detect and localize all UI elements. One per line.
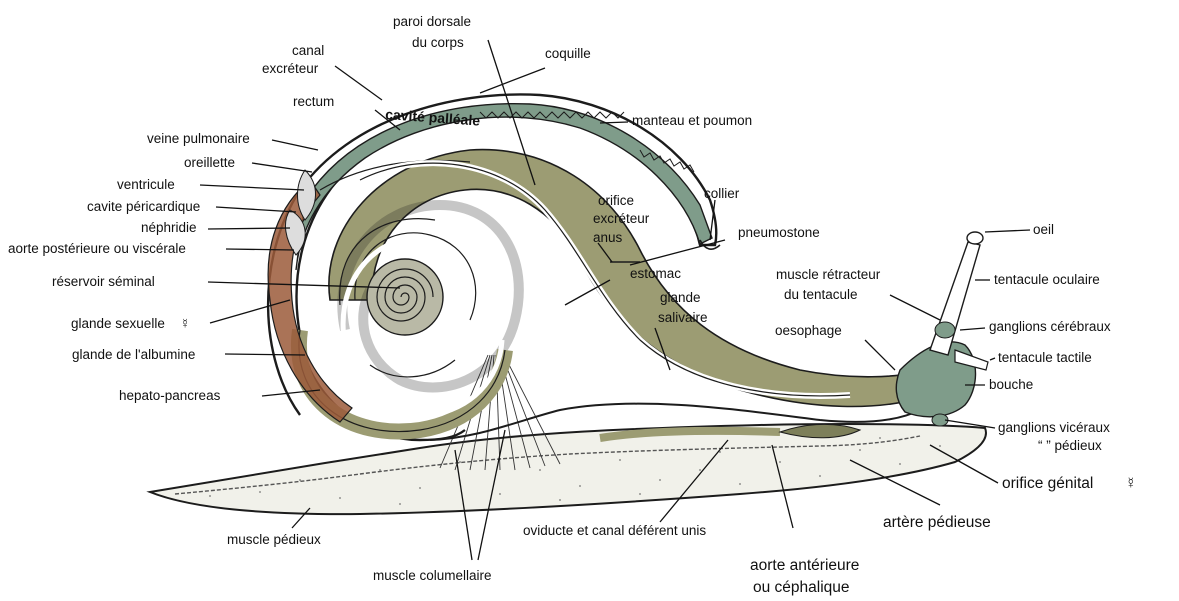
- label-oreillette: oreillette: [184, 155, 235, 170]
- label-veine-pulmonaire: veine pulmonaire: [147, 131, 250, 146]
- hermaphrodite-symbol-icon: ☿: [180, 316, 190, 331]
- label-pedieux: “ ” pédieux: [1038, 438, 1102, 453]
- label-glande-salivaire-2: salivaire: [658, 310, 708, 325]
- label-pneumostone: pneumostone: [738, 225, 820, 240]
- label-paroi-dorsale-2: du corps: [412, 35, 464, 50]
- label-oesophage: oesophage: [775, 323, 842, 338]
- label-artere-pedieuse: artère pédieuse: [883, 514, 991, 531]
- snail-foot: [150, 424, 986, 514]
- label-estomac: estomac: [630, 266, 681, 281]
- label-tentacule-tactile: tentacule tactile: [998, 350, 1092, 365]
- label-muscle-columellaire: muscle columellaire: [373, 568, 492, 583]
- label-canal-excreteur-2: excréteur: [262, 61, 319, 76]
- label-paroi-dorsale-1: paroi dorsale: [393, 14, 471, 29]
- label-bouche: bouche: [989, 377, 1033, 392]
- label-rectum: rectum: [293, 94, 334, 109]
- labels: paroi dorsale du corps coquille canal ex…: [8, 14, 1137, 596]
- label-oviducte: oviducte et canal déférent unis: [523, 523, 706, 538]
- hermaphrodite-symbol-2-icon: ☿: [1125, 475, 1137, 492]
- label-oeil: oeil: [1033, 222, 1054, 237]
- label-collier: collier: [704, 186, 740, 201]
- label-canal-excreteur-1: canal: [292, 43, 324, 58]
- label-muscle-retracteur-2: du tentacule: [784, 287, 858, 302]
- label-orifice-excreteur-2: excréteur: [593, 211, 650, 226]
- label-ventricule: ventricule: [117, 177, 175, 192]
- label-glande-salivaire-1: glande: [660, 290, 701, 305]
- label-orifice-excreteur-1: orifice: [598, 193, 634, 208]
- label-aorte-anterieure-2: ou céphalique: [753, 579, 850, 596]
- label-orifice-genital: orifice génital: [1002, 475, 1093, 492]
- label-glande-sexuelle: glande sexuelle: [71, 316, 165, 331]
- label-coquille: coquille: [545, 46, 591, 61]
- label-cavite-pericardique: cavite péricardique: [87, 199, 200, 214]
- label-muscle-pedieux: muscle pédieux: [227, 532, 321, 547]
- label-aorte-posterieure: aorte postérieure ou viscérale: [8, 241, 186, 256]
- label-nephridie: néphridie: [141, 220, 197, 235]
- label-ganglions-visceraux: ganglions vicéraux: [998, 420, 1110, 435]
- label-reservoir-seminal: réservoir séminal: [52, 274, 155, 289]
- label-ganglions-cerebraux: ganglions cérébraux: [989, 319, 1111, 334]
- label-hepato-pancreas: hepato-pancreas: [119, 388, 221, 403]
- label-muscle-retracteur-1: muscle rétracteur: [776, 267, 881, 282]
- label-manteau-poumon: manteau et poumon: [632, 113, 752, 128]
- label-anus: anus: [593, 230, 623, 245]
- label-aorte-anterieure-1: aorte antérieure: [750, 557, 859, 574]
- label-tentacule-oculaire: tentacule oculaire: [994, 272, 1100, 287]
- label-glande-albumine: glande de l'albumine: [72, 347, 195, 362]
